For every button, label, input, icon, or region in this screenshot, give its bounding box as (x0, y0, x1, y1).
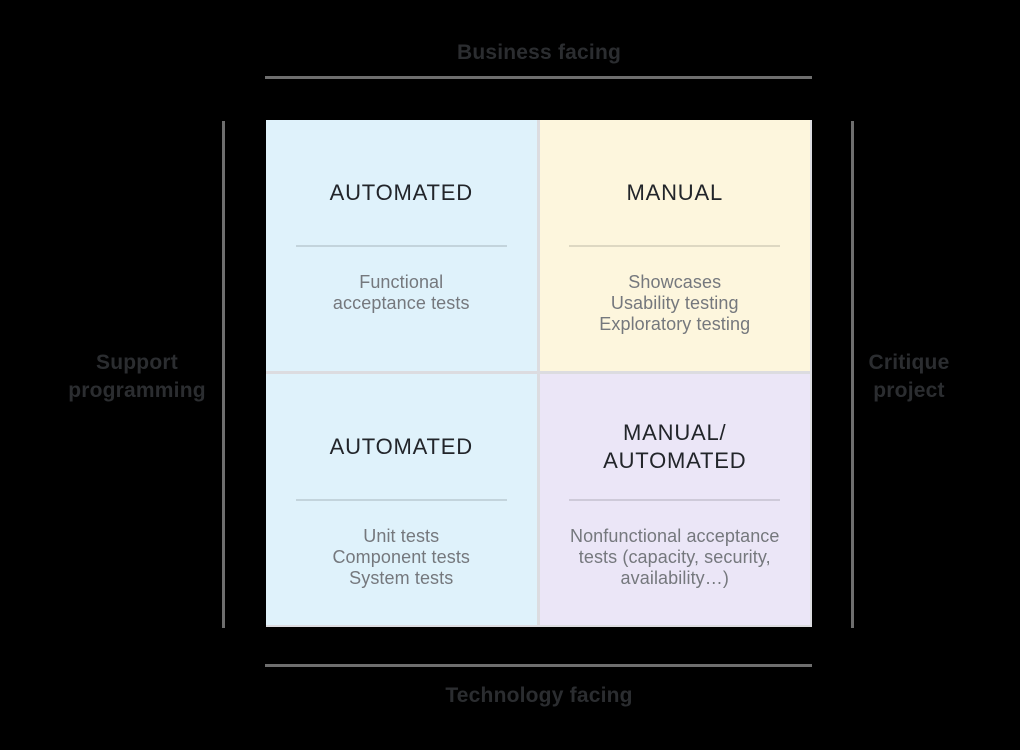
quadrant-title-line: AUTOMATED (329, 434, 473, 459)
quadrant-title-line: MANUAL (626, 180, 723, 205)
quadrant-title: MANUAL (540, 179, 811, 207)
quadrant-divider (295, 245, 507, 247)
quadrant-divider (295, 499, 507, 501)
quadrant-title: AUTOMATED (266, 433, 537, 461)
quadrant-item-line: availability…) (620, 568, 729, 588)
support-programming-label-line: programming (68, 379, 206, 402)
quadrant-item-line: System tests (349, 568, 454, 588)
quadrant-technology-manual-automated: MANUAL/ AUTOMATED Nonfunctional acceptan… (539, 374, 811, 625)
quadrant-grid: AUTOMATED Functional acceptance tests MA… (266, 120, 812, 627)
support-programming-label-line: Support (96, 351, 178, 374)
business-facing-label: Business facing (456, 41, 622, 64)
critique-project-label-line: project (873, 379, 945, 402)
support-programming-label: Support programming (37, 349, 237, 405)
quadrant-item-line: acceptance tests (332, 293, 470, 313)
quadrant-items: Functional acceptance tests (270, 272, 533, 314)
business-facing-axis-line (265, 76, 812, 79)
technology-facing-label: Technology facing (445, 684, 633, 707)
quadrant-divider (569, 245, 781, 247)
quadrant-item-line: Component tests (332, 547, 471, 567)
quadrant-title-line: AUTOMATED (603, 448, 747, 473)
quadrant-item-line: Nonfunctional acceptance (569, 526, 780, 546)
quadrant-title: AUTOMATED (266, 179, 537, 207)
critique-project-label-line: Critique (868, 351, 950, 374)
quadrant-item-line: Showcases (628, 272, 722, 292)
quadrant-technology-automated: AUTOMATED Unit tests Component tests Sys… (266, 374, 537, 625)
quadrant-items: Nonfunctional acceptance tests (capacity… (544, 526, 807, 589)
quadrant-title-line: MANUAL/ (623, 420, 727, 445)
quadrant-title: MANUAL/ AUTOMATED (540, 419, 811, 475)
quadrant-item-line: Usability testing (610, 293, 739, 313)
quadrant-items: Showcases Usability testing Exploratory … (544, 272, 807, 335)
technology-facing-axis-line (265, 664, 812, 667)
quadrant-divider (569, 499, 781, 501)
quadrant-business-manual: MANUAL Showcases Usability testing Explo… (539, 120, 811, 371)
quadrant-item-line: Unit tests (363, 526, 440, 546)
quadrant-item-line: Exploratory testing (599, 314, 751, 334)
critique-project-axis-line (851, 121, 854, 628)
quadrant-item-line: tests (capacity, security, (578, 547, 771, 567)
critique-project-label: Critique project (809, 349, 1009, 405)
support-programming-axis-line (222, 121, 225, 628)
quadrant-item-line: Functional (359, 272, 444, 292)
quadrant-title-line: AUTOMATED (329, 180, 473, 205)
quadrant-business-automated: AUTOMATED Functional acceptance tests (266, 120, 537, 371)
quadrant-items: Unit tests Component tests System tests (270, 526, 533, 589)
